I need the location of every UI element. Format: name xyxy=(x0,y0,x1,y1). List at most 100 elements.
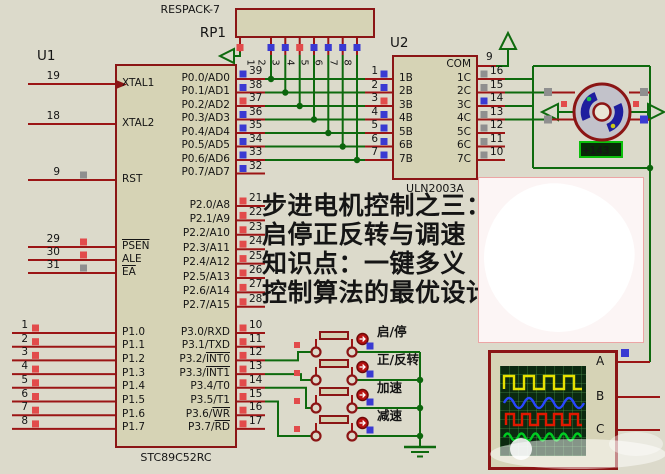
pin-state-square xyxy=(310,44,318,51)
button-terminal xyxy=(346,402,358,414)
button-terminal xyxy=(310,346,322,358)
watermark-smudge xyxy=(490,432,665,469)
pin-state-square xyxy=(32,420,39,428)
pin-state-square xyxy=(80,171,87,179)
pin-state-square xyxy=(380,124,388,132)
junction-dot xyxy=(282,89,289,96)
pin-state-square xyxy=(480,84,488,91)
pin-state-square xyxy=(239,84,247,91)
pin-state-square xyxy=(281,44,289,51)
pin-state-square xyxy=(32,406,39,414)
u1-chip-body[interactable] xyxy=(115,64,237,448)
pin-state-square xyxy=(380,84,388,91)
motor-rotor-yellow-dot xyxy=(610,123,616,129)
junction-dot xyxy=(267,75,275,83)
scope-a-wire-blue-square xyxy=(621,349,629,357)
vcc-up-arrow-icon xyxy=(498,30,518,50)
pin-state-square xyxy=(32,338,39,346)
button-actuator-arrow-icon xyxy=(359,364,366,370)
motor-state-red-square xyxy=(561,101,567,107)
button-bar xyxy=(319,359,349,368)
pin-state-square xyxy=(80,251,87,259)
motor-shaft xyxy=(592,102,612,122)
pin-state-square xyxy=(239,240,247,248)
pin-state-square xyxy=(480,124,488,132)
pin-state-square xyxy=(239,393,247,400)
generated-wires xyxy=(265,55,420,437)
pin-state-square xyxy=(239,70,247,78)
pin-state-square xyxy=(32,379,39,387)
junction-dot xyxy=(310,116,318,123)
pin-state-square xyxy=(480,151,488,159)
pin-state-square xyxy=(239,283,247,291)
pin-state-square xyxy=(239,197,247,205)
button-terminal xyxy=(346,430,358,442)
button-bar xyxy=(319,415,349,424)
junction-dot xyxy=(339,143,346,150)
button-bar xyxy=(319,387,349,396)
motor-terminal-gray-square xyxy=(544,115,552,124)
pin-state-square xyxy=(239,124,247,132)
pin-state-square xyxy=(480,70,488,78)
pin-state-square xyxy=(294,342,300,348)
button-input-wire xyxy=(265,351,312,362)
motor-rotor-poles xyxy=(580,90,624,134)
button-input-wire xyxy=(265,373,312,381)
pin-state-square xyxy=(239,338,247,346)
button-input-wire xyxy=(265,386,312,409)
pin-state-square xyxy=(380,151,388,159)
button-input-wire xyxy=(265,400,312,437)
pin-state-square xyxy=(380,138,388,145)
motor-rotor-green-dot xyxy=(586,96,592,102)
pin-state-square xyxy=(239,226,247,234)
pin-state-square xyxy=(239,269,247,277)
motor-terminal-gray-square xyxy=(544,88,552,96)
motor-step-readout xyxy=(579,141,623,158)
pin-state-square xyxy=(239,379,247,387)
pin-state-square xyxy=(239,298,247,306)
motor-terminal-squares xyxy=(544,88,648,357)
wire-layer xyxy=(234,49,651,458)
pin-state-square xyxy=(294,370,300,376)
motor-right-arrow-icon xyxy=(647,102,665,122)
generated-pin-stubs xyxy=(12,38,505,430)
pin-state-square xyxy=(32,351,39,359)
pin-state-square xyxy=(324,44,332,51)
pin-state-square xyxy=(294,398,300,404)
pin-state-square xyxy=(380,70,388,78)
scope-traces xyxy=(502,374,586,442)
pin-state-square xyxy=(239,255,247,263)
rp1-resistor-pack-body[interactable] xyxy=(235,8,375,38)
button-actuator-arrow-icon xyxy=(359,336,366,342)
pin-state-square xyxy=(239,211,247,219)
button-terminal xyxy=(346,374,358,386)
censored-region xyxy=(474,174,644,343)
pin-state-square xyxy=(239,365,247,373)
pin-state-square xyxy=(296,44,304,51)
junction-dot xyxy=(353,156,361,164)
pin-state-square xyxy=(32,365,39,373)
generated-parts xyxy=(32,44,488,442)
pin-state-square xyxy=(239,138,247,145)
pin-state-square xyxy=(32,324,39,332)
pin-state-square xyxy=(366,370,374,378)
xtal1-pin-marker xyxy=(116,80,127,89)
pin-state-square xyxy=(32,393,39,400)
stepper-motor[interactable] xyxy=(572,82,632,142)
pin-state-square xyxy=(239,351,247,359)
u2-chip-body[interactable] xyxy=(392,55,478,180)
pin-state-square xyxy=(239,111,247,118)
button-bar xyxy=(319,331,349,340)
pin-state-square xyxy=(380,97,388,105)
pin-state-square xyxy=(480,138,488,145)
pin-state-square xyxy=(239,151,247,159)
button-terminal xyxy=(346,346,358,358)
pin-state-square xyxy=(366,342,374,350)
trace-c-square xyxy=(504,412,582,427)
button-actuator-arrow-icon xyxy=(359,392,366,398)
pin-state-square xyxy=(294,426,300,432)
pin-state-square xyxy=(80,264,87,272)
pin-state-square xyxy=(353,44,361,51)
